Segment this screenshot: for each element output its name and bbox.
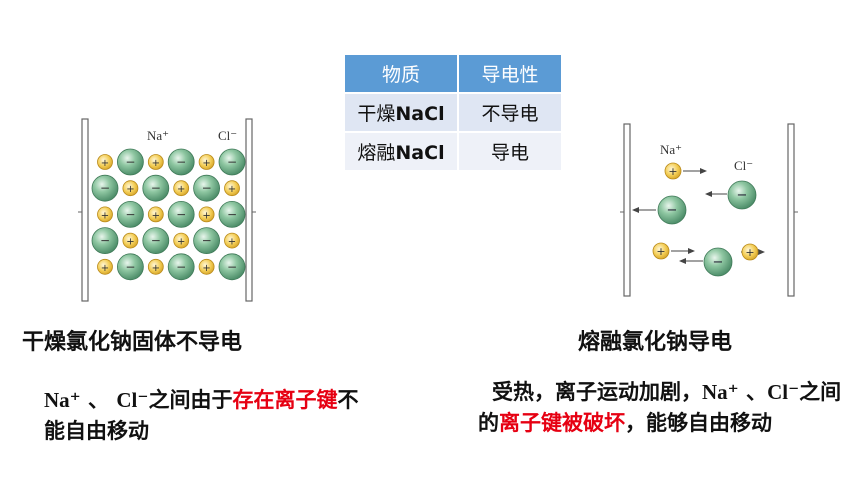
svg-text:+: +: [126, 237, 134, 248]
right-na-label: Na⁺: [660, 142, 682, 157]
cl-ion: −: [91, 227, 119, 255]
svg-text:+: +: [656, 245, 665, 258]
svg-text:+: +: [202, 263, 210, 274]
na-ion: +: [664, 162, 682, 180]
svg-text:+: +: [668, 165, 677, 178]
svg-text:+: +: [745, 246, 754, 259]
svg-text:+: +: [152, 158, 160, 169]
svg-text:−: −: [667, 203, 678, 218]
na-ion: +: [147, 154, 164, 170]
svg-text:+: +: [126, 184, 134, 195]
left-explanation: Na⁺ 、 Cl⁻之间由于存在离子键不能自由移动: [44, 388, 359, 443]
cell-substance: 干燥NaCl: [345, 92, 459, 132]
table-row: 干燥NaCl 不导电: [345, 92, 561, 132]
header-substance: 物质: [345, 55, 459, 93]
na-ion: +: [224, 180, 240, 197]
svg-text:−: −: [125, 207, 135, 221]
left-cl-label: Cl⁻: [218, 128, 237, 143]
table-row: 熔融NaCl 导电: [345, 131, 561, 170]
na-ion: +: [122, 180, 139, 197]
cl-ion: −: [193, 174, 221, 202]
svg-text:+: +: [101, 158, 109, 169]
svg-text:+: +: [228, 184, 236, 195]
header-conductivity: 导电性: [458, 55, 561, 93]
svg-text:−: −: [125, 260, 135, 274]
svg-text:−: −: [176, 207, 186, 221]
table-header-row: 物质 导电性: [345, 55, 561, 93]
na-ion: +: [147, 258, 164, 275]
cl-ion: −: [193, 227, 221, 255]
na-ion: +: [97, 258, 113, 275]
na-ion: +: [198, 206, 215, 223]
cl-ion: −: [142, 227, 170, 255]
na-ion: +: [652, 242, 670, 260]
cl-ion: −: [657, 195, 687, 225]
svg-text:−: −: [227, 155, 237, 169]
cell-substance: 熔融NaCl: [345, 131, 459, 170]
cl-ion: −: [218, 200, 246, 228]
left-electrode-plates: [78, 118, 256, 302]
svg-text:+: +: [177, 184, 185, 195]
svg-text:−: −: [151, 181, 161, 195]
cl-ion: −: [167, 148, 195, 176]
svg-text:−: −: [227, 207, 237, 221]
cl-ion: −: [116, 253, 144, 281]
svg-text:−: −: [125, 155, 135, 169]
left-caption: 干燥氯化钠固体不导电: [22, 330, 243, 355]
na-ion: +: [122, 232, 139, 249]
cl-ion: −: [727, 180, 757, 210]
conductivity-table: 物质 导电性 干燥NaCl 不导电 熔融NaCl 导电: [345, 55, 561, 170]
na-ion: +: [97, 154, 113, 170]
left-na-label: Na⁺: [147, 128, 169, 143]
na-ion: +: [97, 206, 113, 223]
svg-text:−: −: [151, 234, 161, 248]
na-ion: +: [147, 206, 164, 223]
right-electrode-plates: [620, 123, 798, 297]
svg-text:+: +: [202, 210, 210, 221]
svg-text:−: −: [202, 181, 212, 195]
right-caption: 熔融氯化钠导电: [578, 330, 733, 355]
highlight-text: 离子键被破坏: [499, 411, 625, 435]
svg-text:−: −: [737, 188, 748, 203]
svg-text:+: +: [177, 237, 185, 248]
svg-text:−: −: [713, 255, 724, 270]
cl-ion: −: [218, 253, 246, 281]
cl-ion: −: [703, 247, 733, 277]
cell-conductivity: 不导电: [458, 92, 561, 132]
svg-text:+: +: [101, 210, 109, 221]
na-ion: +: [173, 232, 190, 249]
svg-text:−: −: [100, 234, 110, 248]
cl-ion: −: [142, 174, 170, 202]
cl-ion: −: [218, 148, 246, 176]
na-ion: +: [198, 154, 215, 170]
highlight-text: 存在离子键: [232, 388, 338, 412]
svg-text:−: −: [176, 260, 186, 274]
cl-ion: −: [91, 174, 119, 202]
na-ion: +: [224, 232, 240, 249]
cl-ion: −: [167, 200, 195, 228]
svg-text:−: −: [202, 234, 212, 248]
na-ion: +: [173, 180, 190, 197]
cl-ion: −: [167, 253, 195, 281]
svg-text:+: +: [152, 210, 160, 221]
cl-ion: −: [116, 148, 144, 176]
free-ions: + − − + − +: [632, 162, 765, 277]
cl-ion: −: [116, 200, 144, 228]
svg-text:+: +: [152, 263, 160, 274]
right-explanation: 受热，离子运动加剧，Na⁺ 、Cl⁻之间的离子键被破坏，能够自由移动: [478, 380, 842, 435]
ionic-lattice: + + + + + + + + + + + + + + + − − − − − − − − − − − − − − −: [91, 148, 246, 281]
svg-text:+: +: [101, 263, 109, 274]
svg-text:−: −: [100, 181, 110, 195]
cell-conductivity: 导电: [458, 131, 561, 170]
na-ion: +: [741, 243, 759, 261]
svg-text:−: −: [176, 155, 186, 169]
right-cl-label: Cl⁻: [734, 158, 753, 173]
svg-text:+: +: [202, 158, 210, 169]
na-ion: +: [198, 258, 215, 275]
svg-text:+: +: [228, 237, 236, 248]
svg-text:−: −: [227, 260, 237, 274]
